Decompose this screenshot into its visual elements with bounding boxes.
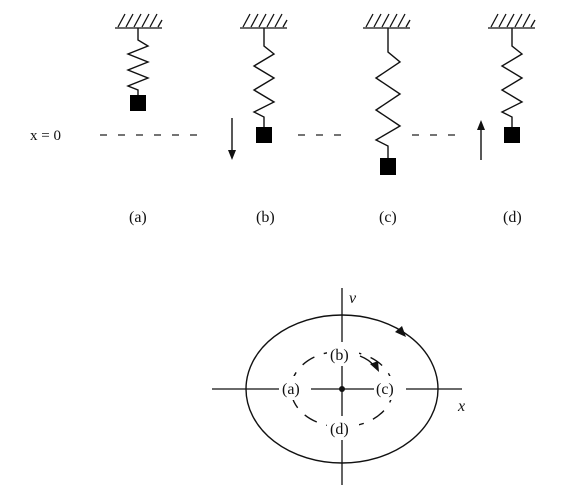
equilibrium-label: x = 0: [30, 128, 61, 144]
up-arrow-icon: [477, 120, 485, 160]
horizontal-axis-label: x: [457, 398, 465, 415]
panel-a: (a): [115, 13, 163, 226]
down-arrow-icon: [228, 118, 236, 160]
panel-d: (d): [477, 13, 536, 226]
spring-c: [374, 28, 402, 158]
panel-label-c: (c): [379, 209, 397, 226]
inner-arrowhead-icon: [370, 361, 379, 372]
phase-label-d: (d): [330, 421, 349, 438]
ceiling-hatch-d: [488, 13, 536, 29]
phase-space-diagram: v x (a) (b) (c) (d): [212, 288, 465, 485]
mass-c: [380, 158, 396, 175]
panel-c: (c): [363, 13, 411, 226]
mass-b: [256, 127, 272, 143]
panel-b: (b): [228, 13, 288, 226]
panel-label-b: (b): [256, 209, 275, 226]
panel-label-d: (d): [503, 209, 522, 226]
label-bg-a: [279, 376, 311, 400]
outer-orbit-ellipse: [245, 314, 439, 464]
phase-label-b: (b): [330, 347, 349, 364]
mass-a: [130, 95, 146, 111]
ceiling-hatch-c: [363, 13, 411, 29]
phase-label-a: (a): [282, 381, 300, 398]
spring-mass-panels: x = 0 (a): [30, 13, 536, 226]
spring-d: [500, 28, 524, 127]
label-bg-b: [327, 342, 359, 366]
origin-point: [339, 386, 345, 392]
spring-b: [252, 28, 276, 127]
panel-label-a: (a): [129, 209, 147, 226]
vertical-axis-label: v: [349, 290, 357, 307]
outer-orbit-direction-arrow: [395, 326, 406, 337]
label-bg-d: [327, 416, 359, 440]
label-bg-c: [374, 376, 406, 400]
mass-d: [504, 127, 520, 143]
ceiling-hatch-a: [115, 13, 163, 29]
spring-a: [126, 28, 150, 95]
ceiling-hatch-b: [240, 13, 288, 29]
phase-label-c: (c): [376, 381, 394, 398]
